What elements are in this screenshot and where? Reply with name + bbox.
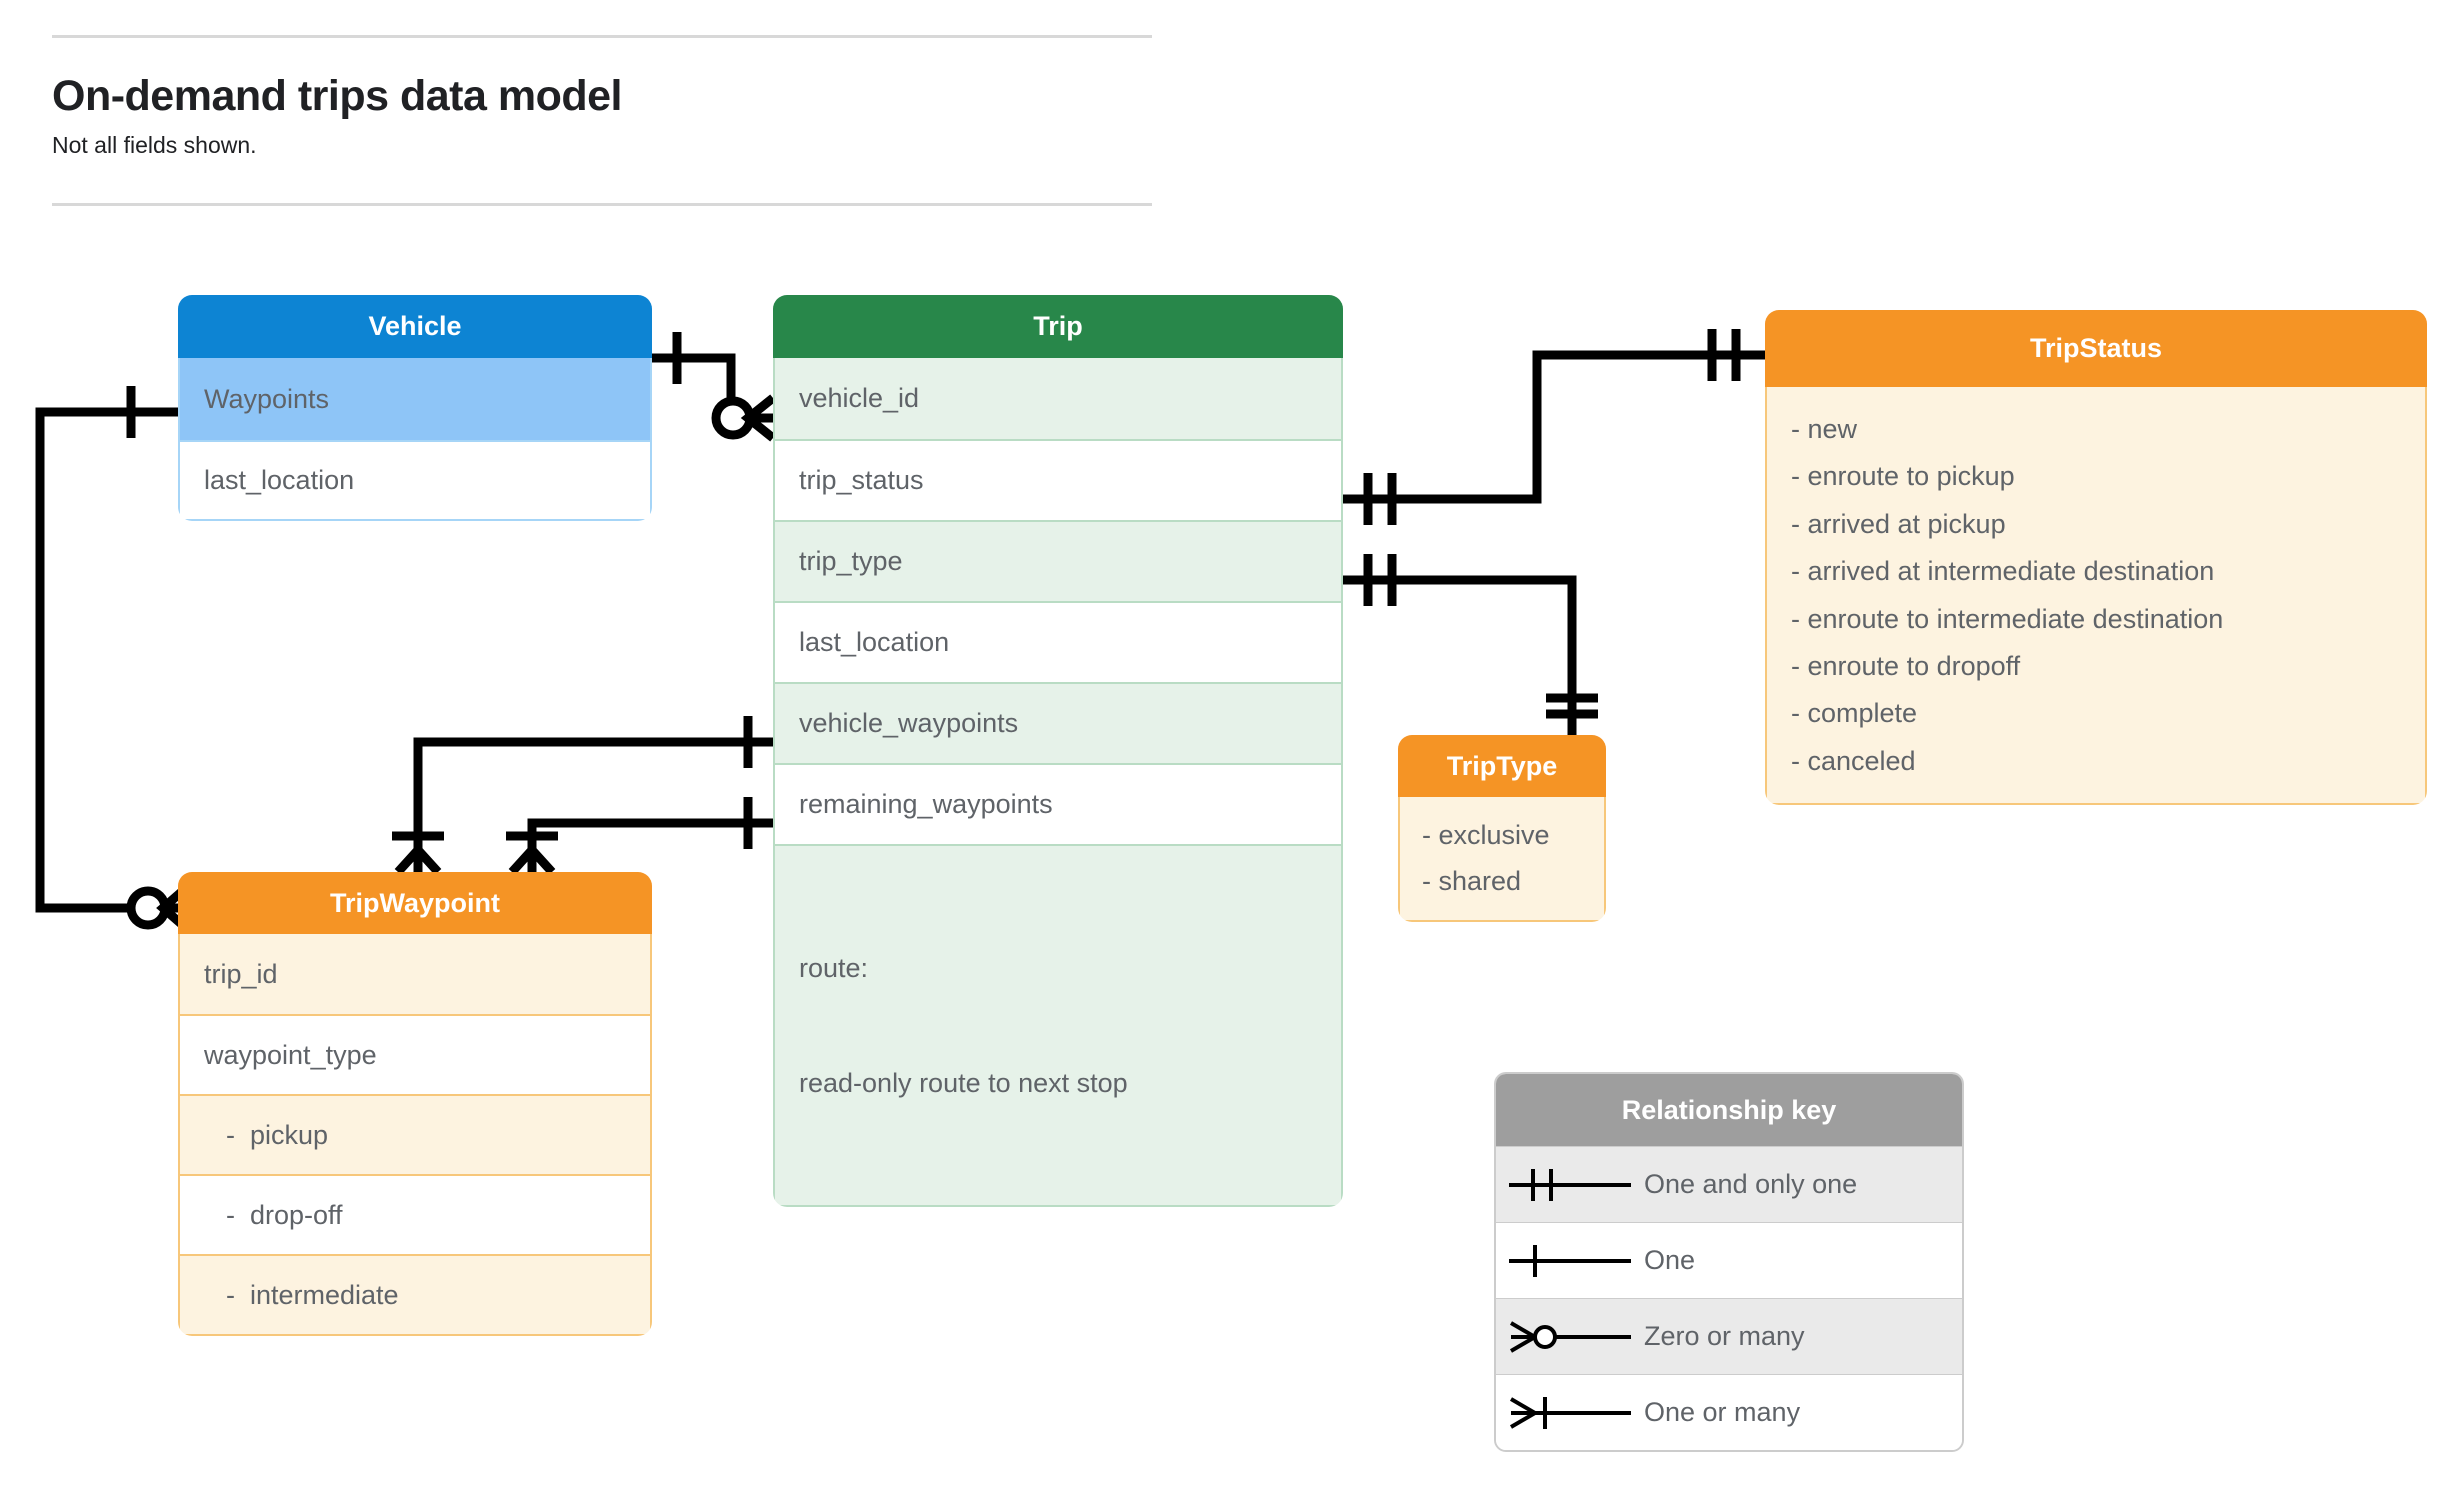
field-tripwaypoint-waypoint-type[interactable]: waypoint_type [180, 1014, 650, 1094]
page-title: On-demand trips data model [52, 72, 622, 120]
waypoint-type-value-pickup: - pickup [180, 1094, 650, 1174]
header-divider-bottom [52, 203, 1152, 206]
legend-row-one-and-only-one: One and only one [1496, 1146, 1962, 1222]
entity-triptype[interactable]: TripType - exclusive - shared [1398, 735, 1606, 922]
relationship-key-title: Relationship key [1496, 1074, 1962, 1146]
tripstatus-value-complete: - complete [1791, 698, 1918, 729]
entity-vehicle-title: Vehicle [178, 295, 652, 358]
entity-tripwaypoint[interactable]: TripWaypoint trip_id waypoint_type - pic… [178, 872, 652, 1336]
field-vehicle-waypoints[interactable]: Waypoints [180, 358, 650, 440]
one-icon [1496, 1239, 1644, 1283]
triptype-value-shared: - shared [1422, 866, 1522, 897]
entity-triptype-values: - exclusive - shared [1398, 797, 1606, 922]
legend-label-one-or-many: One or many [1644, 1397, 1801, 1427]
field-trip-vehicle-waypoints[interactable]: vehicle_waypoints [775, 682, 1341, 763]
entity-triptype-title: TripType [1398, 735, 1606, 797]
field-trip-route[interactable]: route: read-only route to next stop [775, 844, 1341, 1205]
tripstatus-value-enroute-intermediate: - enroute to intermediate destination [1791, 603, 2224, 634]
entity-vehicle-fields: Waypoints last_location [178, 358, 652, 521]
triptype-value-exclusive: - exclusive [1422, 820, 1550, 850]
entity-tripwaypoint-fields: trip_id waypoint_type - pickup - drop-of… [178, 934, 652, 1336]
relationship-key-legend: Relationship key One and only one [1494, 1072, 1964, 1452]
legend-label-zero-or-many: Zero or many [1644, 1321, 1805, 1351]
one-and-only-one-icon [1496, 1163, 1644, 1207]
header-divider-top [52, 35, 1152, 38]
field-trip-route-label: route: [799, 952, 869, 983]
entity-vehicle[interactable]: Vehicle Waypoints last_location [178, 295, 652, 521]
legend-row-one: One [1496, 1222, 1962, 1298]
entity-tripstatus-values: - new - enroute to pickup - arrived at p… [1765, 387, 2427, 806]
legend-label-one-and-only-one: One and only one [1644, 1169, 1858, 1199]
tripstatus-value-enroute-dropoff: - enroute to dropoff [1791, 650, 2021, 681]
page-subtitle: Not all fields shown. [52, 132, 257, 158]
field-trip-trip-status[interactable]: trip_status [775, 439, 1341, 520]
legend-label-one: One [1644, 1245, 1696, 1275]
field-trip-vehicle-id[interactable]: vehicle_id [775, 358, 1341, 439]
field-trip-remaining-waypoints[interactable]: remaining_waypoints [775, 763, 1341, 844]
one-or-many-icon [1496, 1391, 1644, 1435]
entity-trip-fields: vehicle_id trip_status trip_type last_lo… [773, 358, 1343, 1207]
tripstatus-value-new: - new [1791, 414, 1858, 444]
entity-tripstatus-title: TripStatus [1765, 310, 2427, 387]
waypoint-type-value-intermediate: - intermediate [180, 1254, 650, 1334]
field-trip-trip-type[interactable]: trip_type [775, 520, 1341, 601]
legend-row-one-or-many: One or many [1496, 1374, 1962, 1450]
tripstatus-value-arrived-pickup: - arrived at pickup [1791, 508, 2006, 539]
entity-trip-title: Trip [773, 295, 1343, 358]
entity-trip[interactable]: Trip vehicle_id trip_status trip_type la… [773, 295, 1343, 1207]
field-tripwaypoint-trip-id[interactable]: trip_id [180, 934, 650, 1014]
zero-or-many-icon [1496, 1315, 1644, 1359]
tripstatus-value-enroute-pickup: - enroute to pickup [1791, 461, 2015, 492]
field-vehicle-last-location[interactable]: last_location [180, 440, 650, 519]
field-trip-last-location[interactable]: last_location [775, 601, 1341, 682]
waypoint-type-value-dropoff: - drop-off [180, 1174, 650, 1254]
legend-row-zero-or-many: Zero or many [1496, 1298, 1962, 1374]
field-trip-route-desc: read-only route to next stop [799, 1067, 1128, 1098]
entity-tripstatus[interactable]: TripStatus - new - enroute to pickup - a… [1765, 310, 2427, 806]
entity-tripwaypoint-title: TripWaypoint [178, 872, 652, 934]
tripstatus-value-canceled: - canceled [1791, 745, 1916, 776]
tripstatus-value-arrived-intermediate: - arrived at intermediate destination [1791, 556, 2215, 587]
